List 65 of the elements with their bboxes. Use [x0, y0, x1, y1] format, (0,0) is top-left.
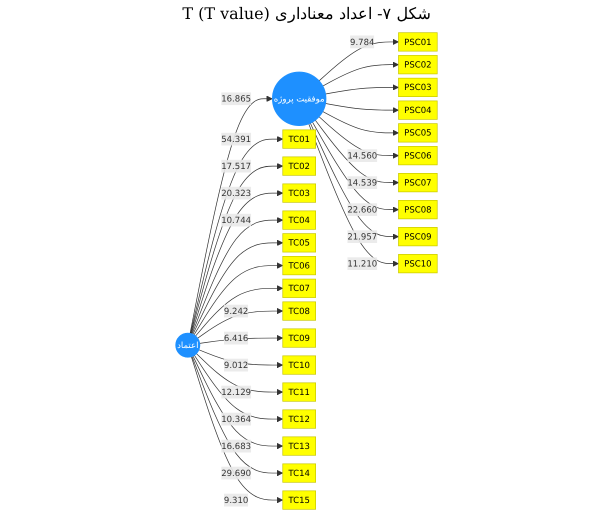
edge-label: 17.517: [221, 161, 252, 172]
node-box: TC03: [282, 184, 316, 203]
node-box: TC11: [282, 382, 316, 402]
edge-label: 6.416: [224, 333, 248, 344]
node-box: TC05: [282, 233, 316, 252]
edge-label: 22.660: [347, 204, 378, 215]
arrow: [322, 111, 399, 136]
arrow: [194, 262, 284, 336]
edge-label: 14.539: [347, 178, 378, 188]
figure-caption: شکل ۷- اعداد معناداری T (T value): [181, 3, 432, 25]
node-box: PSC05: [398, 123, 438, 142]
arrow: [325, 103, 399, 114]
arrow: [322, 62, 399, 86]
edge-label: 21.957: [347, 232, 378, 242]
arrow: [191, 356, 284, 504]
node-box: TC02: [282, 156, 316, 176]
arrow: [325, 84, 399, 94]
edge-label: 9.012: [224, 360, 248, 370]
arrow: [196, 353, 284, 396]
node-box: PSC04: [398, 100, 438, 120]
node-box: TC07: [282, 278, 316, 298]
arrow: [192, 216, 284, 334]
node-box: PSC02: [398, 55, 438, 74]
edge-label: 29.690: [221, 468, 252, 478]
edge-label: 11.210: [347, 258, 378, 269]
node-box: TC10: [282, 355, 316, 375]
edge-label: 54.391: [221, 134, 252, 144]
arrow: [310, 122, 399, 240]
node-box: PSC06: [398, 146, 438, 166]
edge-label: 10.744: [221, 215, 252, 226]
arrow: [195, 285, 284, 336]
arrow: [192, 356, 284, 476]
node-box: TC13: [282, 436, 316, 456]
node-box: TC06: [282, 256, 316, 276]
edge-label: 14.560: [347, 150, 378, 161]
edge-label: 9.242: [224, 306, 248, 316]
node-box: PSC09: [398, 227, 438, 246]
node-circle: موفقیت پروژه: [272, 72, 326, 126]
arrow: [190, 96, 273, 334]
node-box: TC09: [282, 328, 316, 348]
arrow: [312, 122, 399, 213]
node-box: TC01: [282, 130, 316, 149]
node-box: TC08: [282, 301, 316, 321]
node-box: PSC10: [398, 254, 438, 274]
edge-label: 9.784: [350, 36, 374, 47]
node-circle: اعتماد: [175, 332, 200, 358]
edge-label: 20.323: [221, 188, 252, 198]
arrow: [191, 190, 284, 334]
edge-label: 12.129: [221, 387, 252, 398]
edge-label: 9.310: [224, 495, 248, 506]
node-box: TC15: [282, 490, 316, 510]
edge-label: 10.364: [221, 414, 252, 424]
arrow: [315, 120, 399, 186]
arrow: [194, 354, 284, 422]
node-box: TC12: [282, 409, 316, 429]
edge-label: 16.865: [221, 94, 252, 104]
node-box: PSC08: [398, 200, 438, 220]
node-box: PSC03: [398, 78, 438, 97]
edge-label: 16.683: [221, 441, 252, 452]
node-box: PSC07: [398, 173, 438, 192]
node-box: TC14: [282, 463, 316, 483]
node-box: TC04: [282, 210, 316, 230]
arrow: [192, 356, 284, 450]
node-box: PSC01: [398, 32, 438, 52]
arrow: [192, 240, 284, 335]
